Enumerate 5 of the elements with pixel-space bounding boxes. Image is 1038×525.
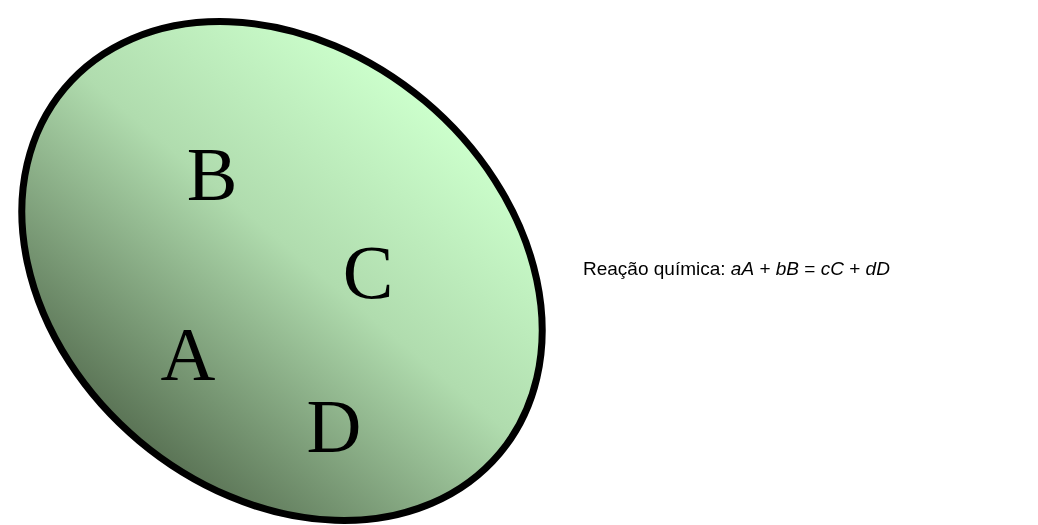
letter-label: D — [306, 388, 362, 464]
equation-text: Reação química: aA + bB = cC + dD — [583, 258, 890, 280]
letter-label: A — [160, 316, 216, 392]
letter-label: C — [342, 234, 394, 310]
letter-label: B — [186, 136, 238, 212]
